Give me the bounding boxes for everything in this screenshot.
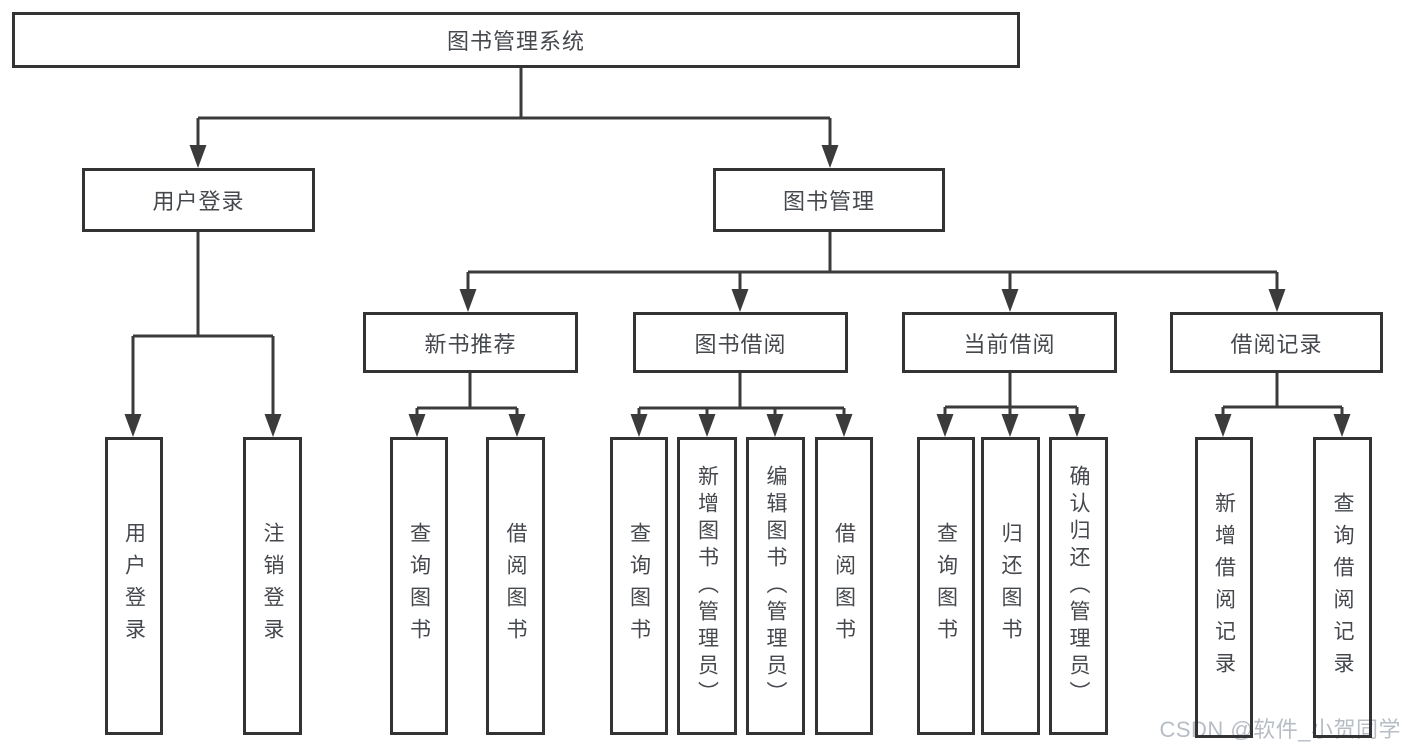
arrow-down-icon <box>731 289 749 312</box>
leaf-label: 查询图书 <box>407 522 431 650</box>
arrow-down-icon <box>1214 414 1232 437</box>
arrow-down-icon <box>698 414 716 437</box>
leaf-return-book: 归还图书 <box>981 437 1040 735</box>
node-label: 图书管理 <box>782 189 875 214</box>
tree-edges <box>131 68 1344 416</box>
node-book-management: 图书管理 <box>713 168 945 232</box>
leaf-label: 查询借阅记录 <box>1331 491 1354 684</box>
leaf-label: 借阅图书 <box>504 522 527 650</box>
arrowheads <box>124 145 1351 437</box>
leaf-label: 借阅图书 <box>832 522 856 650</box>
leaf-edit-book-admin: 编辑图书（管理员） <box>746 437 805 735</box>
arrow-down-icon <box>459 289 477 312</box>
node-current-borrow: 当前借阅 <box>902 312 1117 373</box>
arrow-down-icon <box>189 145 207 168</box>
arrow-down-icon <box>264 414 282 437</box>
node-label: 当前借阅 <box>963 331 1056 357</box>
arrow-down-icon <box>630 414 648 437</box>
leaf-user-login: 用户登录 <box>105 437 163 735</box>
arrow-down-icon <box>408 414 426 437</box>
node-label: 借阅记录 <box>1230 331 1323 357</box>
node-label: 新书推荐 <box>424 331 517 357</box>
watermark: CSDN @软件_小贺同学 <box>1159 717 1401 742</box>
arrow-down-icon <box>835 414 853 437</box>
leaf-query-borrow-record: 查询借阅记录 <box>1313 437 1372 738</box>
leaf-add-borrow-record: 新增借阅记录 <box>1195 437 1253 738</box>
leaf-label: 注销登录 <box>261 522 284 650</box>
arrow-down-icon <box>821 145 839 168</box>
leaf-confirm-return-admin: 确认归还（管理员） <box>1049 437 1108 735</box>
arrow-down-icon <box>1333 414 1351 437</box>
leaf-query-books-current: 查询图书 <box>917 437 975 735</box>
leaf-label: 确认归还（管理员） <box>1067 464 1090 708</box>
node-label: 图书借阅 <box>694 331 787 357</box>
arrow-down-icon <box>508 414 526 437</box>
arrow-down-icon <box>1001 414 1019 437</box>
node-new-book-recommend: 新书推荐 <box>363 312 578 373</box>
node-library-management-system: 图书管理系统 <box>12 12 1020 68</box>
leaf-label: 编辑图书（管理员） <box>764 464 787 708</box>
leaf-logout: 注销登录 <box>243 437 302 735</box>
leaf-label: 查询图书 <box>627 522 651 650</box>
node-borrow-records: 借阅记录 <box>1170 312 1383 373</box>
leaf-label: 新增借阅记录 <box>1212 491 1236 684</box>
leaf-label: 查询图书 <box>934 522 958 650</box>
leaf-borrow-books-newbook: 借阅图书 <box>486 437 545 735</box>
arrow-down-icon <box>124 414 142 437</box>
arrow-down-icon <box>1001 289 1019 312</box>
node-label: 用户登录 <box>152 189 245 214</box>
node-user-login: 用户登录 <box>82 168 315 232</box>
node-book-borrow: 图书借阅 <box>633 312 848 373</box>
arrow-down-icon <box>1068 414 1086 437</box>
leaf-query-books-newbook: 查询图书 <box>390 437 448 735</box>
leaf-label: 用户登录 <box>122 522 146 650</box>
leaf-label: 归还图书 <box>999 522 1022 650</box>
leaf-add-book-admin: 新增图书（管理员） <box>677 437 737 735</box>
arrow-down-icon <box>766 414 784 437</box>
arrow-down-icon <box>1268 289 1286 312</box>
leaf-query-books-borrow: 查询图书 <box>610 437 668 735</box>
leaf-label: 新增图书（管理员） <box>695 464 719 708</box>
leaf-borrow-books-borrow: 借阅图书 <box>815 437 873 735</box>
arrow-down-icon <box>936 414 954 437</box>
node-label: 图书管理系统 <box>446 29 585 54</box>
